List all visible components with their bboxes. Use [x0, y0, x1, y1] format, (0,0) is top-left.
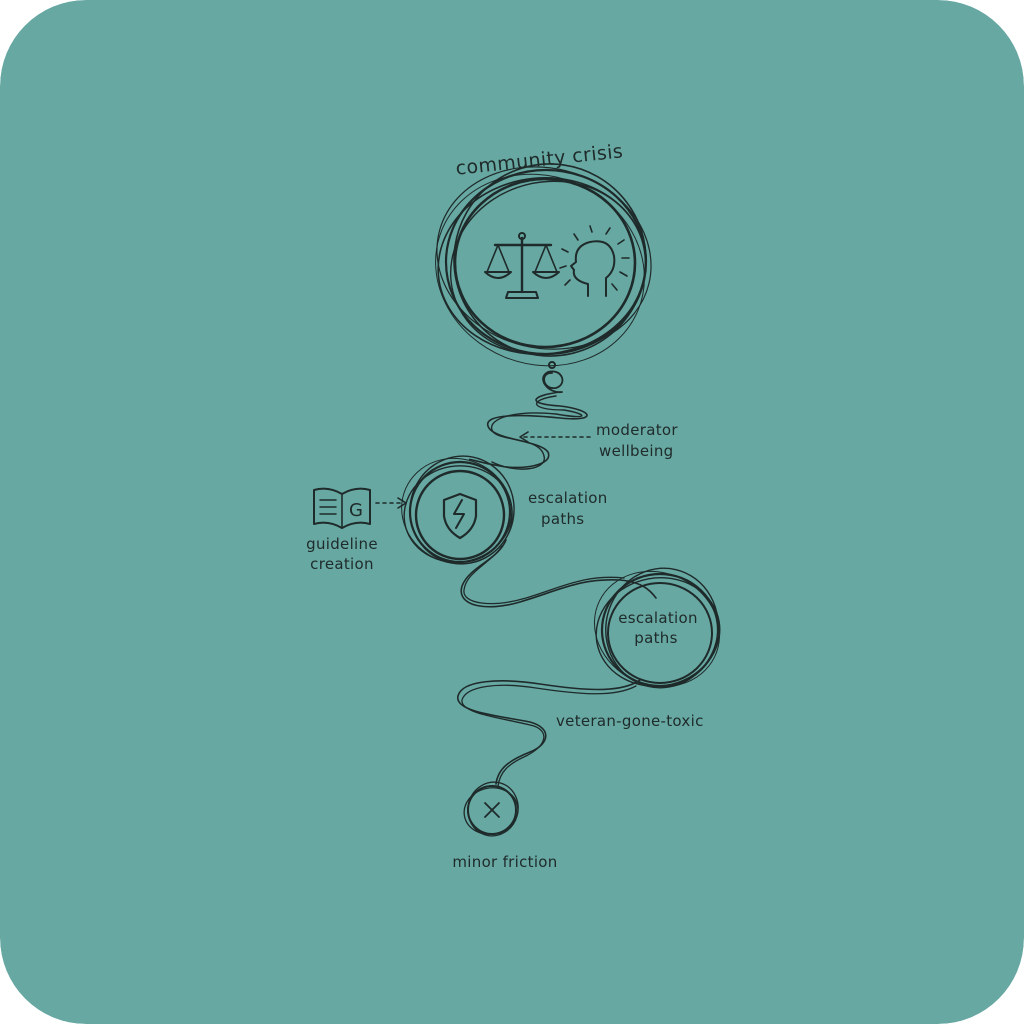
guideline-arrow: [375, 497, 407, 509]
crisis-scribble-circle: [435, 163, 652, 367]
middle-node: escalation paths: [401, 455, 608, 565]
middle-scribble-circle: [401, 455, 515, 565]
middle-label-line1: escalation: [528, 489, 608, 507]
guideline-label-line1: guideline: [306, 535, 378, 553]
veteran-label: veteran-gone-toxic: [556, 712, 704, 730]
lower-label-line2: paths: [634, 629, 677, 647]
guideline-label-line2: creation: [310, 555, 374, 573]
wellbeing-label-line2: wellbeing: [599, 442, 673, 460]
x-mark-icon: [484, 802, 500, 818]
broken-shield-icon: [442, 492, 478, 540]
balance-scale-icon: [484, 232, 560, 299]
lower-node: escalation paths: [593, 567, 721, 689]
middle-label-line2: paths: [541, 510, 584, 528]
lower-scribble-circle: [593, 567, 721, 689]
lower-label-line1: escalation: [618, 609, 698, 627]
end-node: minor friction: [452, 781, 557, 871]
end-scribble-circle: [463, 781, 519, 837]
head-idea-icon: [559, 225, 630, 297]
path-lower-to-end: [457, 679, 641, 787]
guideline-book-icon: G: [313, 487, 371, 529]
end-label: minor friction: [452, 853, 557, 871]
wellbeing-label-line1: moderator: [596, 421, 678, 439]
wellbeing-arrow: [519, 431, 591, 443]
path-top-to-middle: [468, 361, 588, 470]
book-letter: G: [349, 500, 363, 521]
